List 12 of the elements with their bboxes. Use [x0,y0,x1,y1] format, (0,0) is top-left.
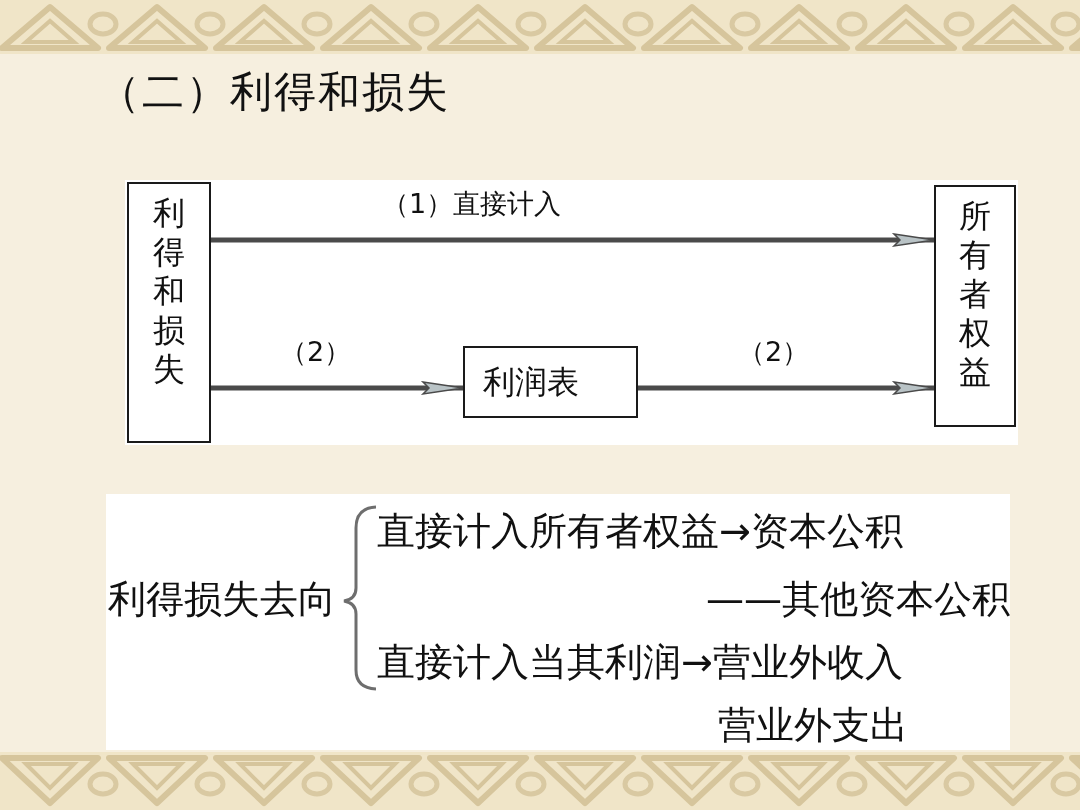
category-label: 利得损失去向 [108,577,336,621]
slide-title: （二）利得和损失 [98,66,450,118]
arrow [211,381,464,395]
text-box: 利润表 [463,346,638,418]
text-box: 所有者权益 [934,185,1016,427]
branch-text: 营业外支出 [718,703,908,747]
arrow [638,381,935,395]
branch-text: 直接计入所有者权益→资本公积 [377,509,903,553]
branch-text: ——其他资本公积 [706,577,1010,621]
arrow [211,233,935,247]
text-box: 利得和损失 [127,182,211,443]
branch-text: 直接计入当其利润→营业外收入 [377,640,903,684]
